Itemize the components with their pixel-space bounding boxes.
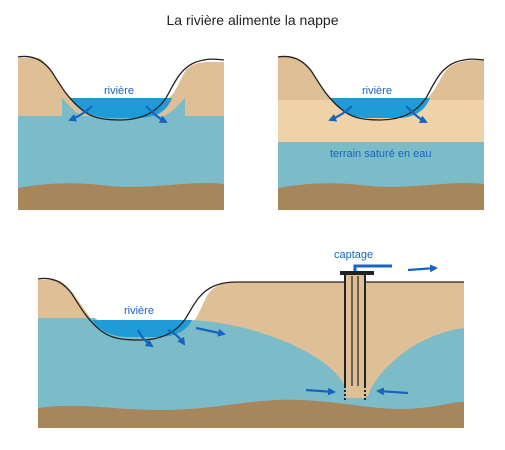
- panel3-bedrock: [38, 399, 464, 428]
- panel1-terrain-outline: [17, 55, 225, 121]
- diagram-title: La rivière alimente la nappe: [166, 12, 339, 28]
- panel1-river-label: rivière: [104, 85, 134, 97]
- panel-well-pumping: rivière captage: [37, 249, 464, 428]
- panel-river-feeds-aquifer: rivière: [17, 54, 225, 210]
- outflow-arrow: [407, 264, 438, 273]
- panel3-terrain-outline: [37, 277, 464, 341]
- panel2-river: [330, 98, 430, 118]
- panel2-saturated-label: terrain saturé en eau: [330, 148, 432, 160]
- panel2-arrow-right: [405, 105, 428, 123]
- panel-saturated-ground: rivière terrain saturé en eau: [277, 54, 485, 210]
- well-cap: [340, 271, 374, 275]
- panel1-bedrock: [18, 183, 224, 210]
- panel3-river: [92, 320, 192, 337]
- well-outlet-pipe: [353, 264, 392, 271]
- panel1-arrow-right: [145, 105, 168, 123]
- panel3-arrow-left: [137, 329, 154, 348]
- well-inflow-arrow-left: [305, 387, 336, 396]
- panel1-sky: [18, 54, 224, 100]
- well-label: captage: [334, 249, 373, 261]
- panel1-arrow-left: [68, 105, 93, 122]
- well-casing: [345, 274, 365, 398]
- panel2-terrain-outline: [277, 55, 485, 121]
- panel2-river-label: rivière: [362, 85, 392, 97]
- panel2-sky: [278, 54, 484, 100]
- panel3-sky: [38, 278, 464, 322]
- panel1-river: [70, 98, 172, 118]
- panel3-river-label: rivière: [124, 305, 154, 317]
- panel3-groundwater: [38, 318, 464, 428]
- panel2-bedrock: [278, 183, 484, 210]
- panel2-arrow-left: [328, 105, 353, 122]
- panel3-arrow-right: [195, 326, 226, 337]
- well-inflow-arrow-right: [376, 387, 409, 396]
- panel3-arrow-mid: [167, 329, 186, 346]
